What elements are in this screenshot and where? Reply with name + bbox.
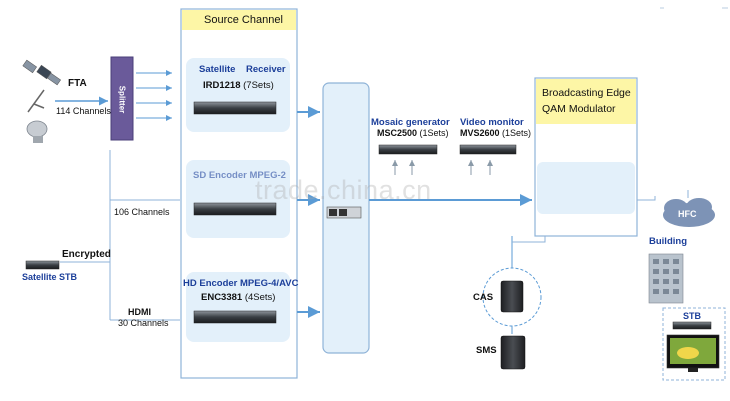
stb-dashed-box <box>662 307 726 381</box>
hd-encoder-sets: (4Sets) <box>244 292 276 303</box>
hd-encoder-name: HD Encoder MPEG-4/AVC <box>183 278 299 289</box>
sms-label: SMS <box>476 345 497 356</box>
mpeg2-panel <box>186 160 290 238</box>
monitor-model-line: MVS2600 (1Sets) <box>460 128 531 138</box>
cas-label: CAS <box>473 292 494 303</box>
qam-header <box>536 79 636 124</box>
hdmi-label: HDMI <box>128 307 151 317</box>
encrypted-label: Encrypted <box>62 249 111 260</box>
stb-label: STB <box>683 311 701 321</box>
mosaic-model: MSC2500 <box>377 128 418 138</box>
monitor-device <box>459 144 517 155</box>
monitor-name: Video monitor <box>460 117 524 128</box>
watermark: trade.china.cn <box>255 175 432 205</box>
hd-encoder-model: ENC3381 <box>201 292 243 303</box>
hd-encoder-model-line: ENC3381 (4Sets) <box>201 292 275 303</box>
splitter-box <box>110 56 134 141</box>
stb-device <box>672 321 712 330</box>
satellite-icon-1 <box>22 59 61 86</box>
antenna-icon <box>27 89 45 113</box>
qam-panel <box>537 162 635 214</box>
mid-channels-label: 106 Channels <box>114 207 170 217</box>
qam-line1: Broadcasting Edge <box>542 87 631 99</box>
hd-encoder-device <box>193 310 277 324</box>
dish-icon <box>26 120 48 143</box>
switch-device <box>326 206 362 219</box>
cas-server <box>500 280 524 313</box>
mpeg2-device <box>193 202 277 216</box>
receiver-name: Satellite Receiver <box>199 64 286 75</box>
source-channel-header <box>182 10 296 30</box>
source-channel-title: Source Channel <box>204 14 283 26</box>
fta-channels-label: 114 Channels <box>56 106 111 116</box>
hd-encoder-panel <box>186 272 290 342</box>
sms-server <box>500 335 526 370</box>
receiver-sets: (7Sets) <box>243 80 274 91</box>
mpeg2-encoder-name: SD Encoder MPEG-2 <box>193 170 286 181</box>
satellite-stb-device <box>25 260 60 270</box>
tv-screen <box>666 334 720 372</box>
mosaic-sets: (1Sets) <box>419 128 449 138</box>
hfc-cloud <box>663 198 715 227</box>
hdmi-channels-label: 30 Channels <box>118 318 169 328</box>
mosaic-device <box>378 144 438 155</box>
receiver-device <box>193 101 277 115</box>
mosaic-model-line: MSC2500 (1Sets) <box>377 128 449 138</box>
hfc-label: HFC <box>678 209 697 219</box>
monitor-sets: (1Sets) <box>502 128 532 138</box>
monitor-model: MVS2600 <box>460 128 500 138</box>
receiver-model: IRD1218 <box>203 80 241 91</box>
qam-line2: QAM Modulator <box>542 103 616 115</box>
receiver-model-line: IRD1218 (7Sets) <box>203 80 274 91</box>
satellite-stb-label: Satellite STB <box>22 272 78 282</box>
building-icon <box>648 253 684 304</box>
splitter-label: Splitter <box>117 85 127 114</box>
building-label: Building <box>649 236 687 247</box>
fta-label: FTA <box>68 78 87 89</box>
mosaic-name: Mosaic generator <box>371 117 450 128</box>
